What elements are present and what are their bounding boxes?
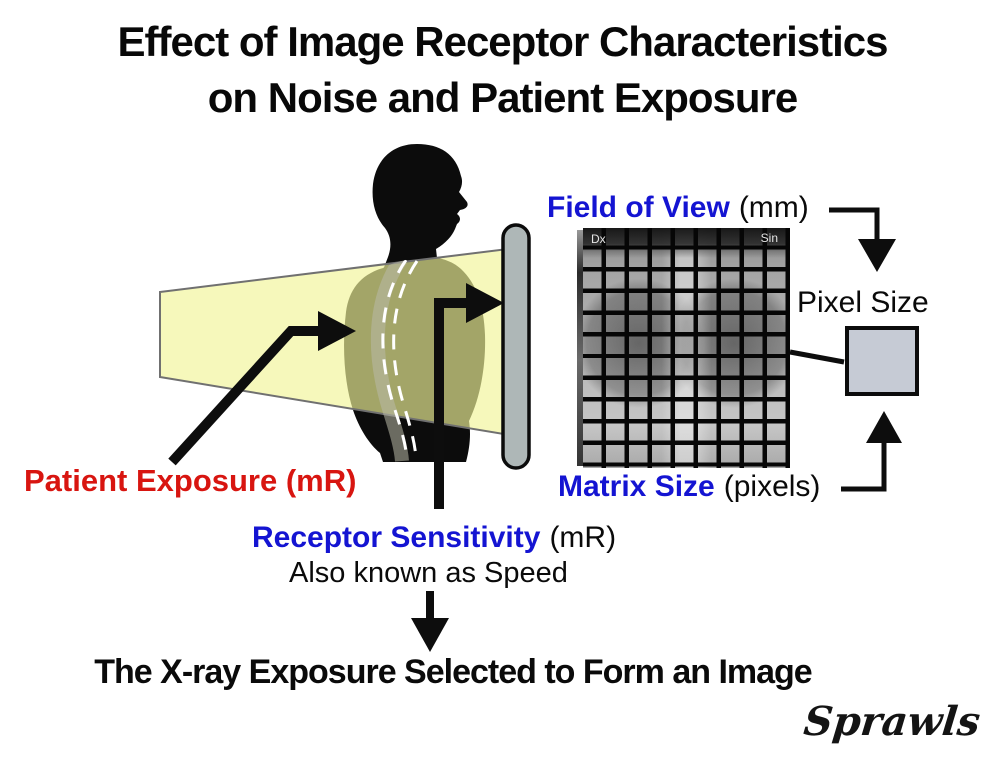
title-line-2: on Noise and Patient Exposure bbox=[207, 74, 798, 121]
page-title: Effect of Image Receptor Characteristics… bbox=[0, 14, 1005, 126]
bottom-arrow bbox=[411, 591, 449, 652]
matrix-size-arrow bbox=[841, 411, 902, 492]
pixel-connector-line bbox=[789, 349, 845, 365]
pixel-size-label: Pixel Size bbox=[797, 286, 929, 319]
field-of-view-arrow bbox=[829, 207, 896, 272]
xray-marker-sin: Sin bbox=[760, 231, 778, 245]
spine-curve bbox=[370, 257, 419, 462]
xray-beam bbox=[159, 246, 517, 438]
pixel-square bbox=[845, 326, 919, 396]
patient-exposure-arrow bbox=[168, 311, 356, 466]
chest-xray-image: Dx Sin bbox=[577, 228, 790, 468]
matrix-grid-overlay bbox=[583, 228, 790, 468]
person-head bbox=[372, 144, 468, 270]
matrix-size-unit: (pixels) bbox=[723, 470, 821, 503]
receptor-sensitivity-note: Also known as Speed bbox=[289, 557, 568, 589]
field-of-view-unit: (mm) bbox=[738, 191, 809, 224]
field-of-view-text: Field of View bbox=[547, 191, 730, 224]
matrix-size-label: Matrix Size(pixels) bbox=[558, 470, 820, 504]
sprawls-signature: Sprawls bbox=[801, 698, 983, 745]
receptor-sensitivity-text: Receptor Sensitivity bbox=[252, 521, 541, 554]
receptor-sensitivity-label: Receptor Sensitivity(mR) bbox=[252, 521, 616, 555]
matrix-size-text: Matrix Size bbox=[558, 470, 715, 503]
conclusion-text: The X-ray Exposure Selected to Form an I… bbox=[94, 653, 812, 691]
field-of-view-label: Field of View(mm) bbox=[547, 191, 809, 225]
patient-exposure-label: Patient Exposure (mR) bbox=[24, 463, 357, 498]
xray-edge-bar bbox=[577, 230, 583, 466]
receptor-sensitivity-unit: (mR) bbox=[549, 521, 617, 554]
xray-marker-dx: Dx bbox=[591, 232, 606, 246]
title-line-1: Effect of Image Receptor Characteristics bbox=[117, 18, 889, 65]
receptor-plate bbox=[501, 223, 531, 470]
receptor-sensitivity-arrow bbox=[434, 283, 504, 509]
